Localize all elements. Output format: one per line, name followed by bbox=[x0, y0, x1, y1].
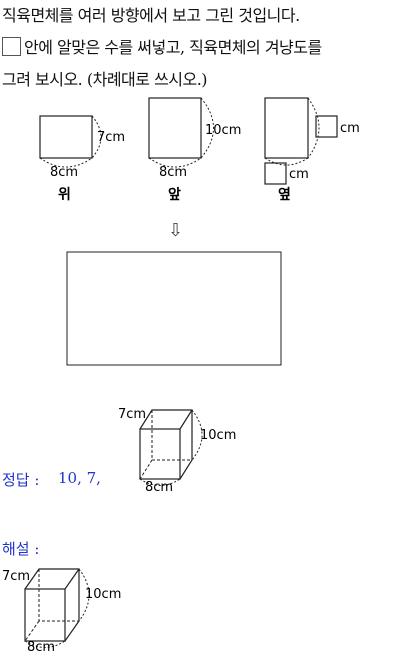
answer-values: 10, 7, bbox=[58, 469, 101, 487]
question-line-1: 직육면체를 여러 방향에서 보고 그린 것입니다. bbox=[2, 6, 300, 25]
side-view: cm cm 옆 bbox=[264, 97, 360, 203]
side-view-blank-box-bottom bbox=[264, 162, 287, 185]
side-view-blank-box-top bbox=[315, 115, 338, 138]
question-line-2-text: 안에 알맞은 수를 써넣고, 직육면체의 겨냥도를 bbox=[24, 38, 322, 57]
front-view-name: 앞 bbox=[168, 187, 181, 203]
answer-cuboid-height-label: 10cm bbox=[200, 428, 236, 443]
explanation-cuboid-height-label: 10cm bbox=[85, 587, 121, 602]
side-view-blank-unit-top: cm bbox=[340, 121, 360, 136]
explanation-label: 해설 : bbox=[2, 540, 40, 558]
top-view: 7cm 8cm 위 bbox=[39, 115, 125, 203]
question-line-3: 그려 보시오. (차례대로 쓰시오.) bbox=[2, 70, 208, 89]
front-view: 10cm 8cm 앞 bbox=[148, 97, 241, 203]
side-view-blank-unit-bottom: cm bbox=[289, 167, 309, 182]
answer-blank-box bbox=[2, 37, 21, 56]
top-view-height-label: 7cm bbox=[97, 130, 125, 145]
down-arrow-icon: ⇩ bbox=[168, 220, 183, 241]
question-line-2: 안에 알맞은 수를 써넣고, 직육면체의 겨냥도를 bbox=[2, 32, 322, 64]
answer-cuboid-depth-label: 7cm bbox=[118, 407, 146, 422]
explanation-cuboid: 7cm 10cm 8cm bbox=[2, 568, 121, 653]
top-view-width-label: 8cm bbox=[50, 165, 78, 180]
drawing-answer-box bbox=[66, 251, 282, 366]
top-view-name: 위 bbox=[58, 187, 71, 203]
answer-cuboid-width-label: 8cm bbox=[145, 480, 173, 495]
side-view-name: 옆 bbox=[278, 186, 291, 203]
answer-label: 정답 : bbox=[2, 471, 40, 489]
answer-cuboid: 7cm 10cm 8cm bbox=[118, 407, 236, 495]
front-view-height-label: 10cm bbox=[205, 123, 241, 138]
explanation-cuboid-width-label: 8cm bbox=[27, 640, 55, 653]
explanation-cuboid-depth-label: 7cm bbox=[2, 569, 30, 584]
front-view-width-label: 8cm bbox=[159, 165, 187, 180]
